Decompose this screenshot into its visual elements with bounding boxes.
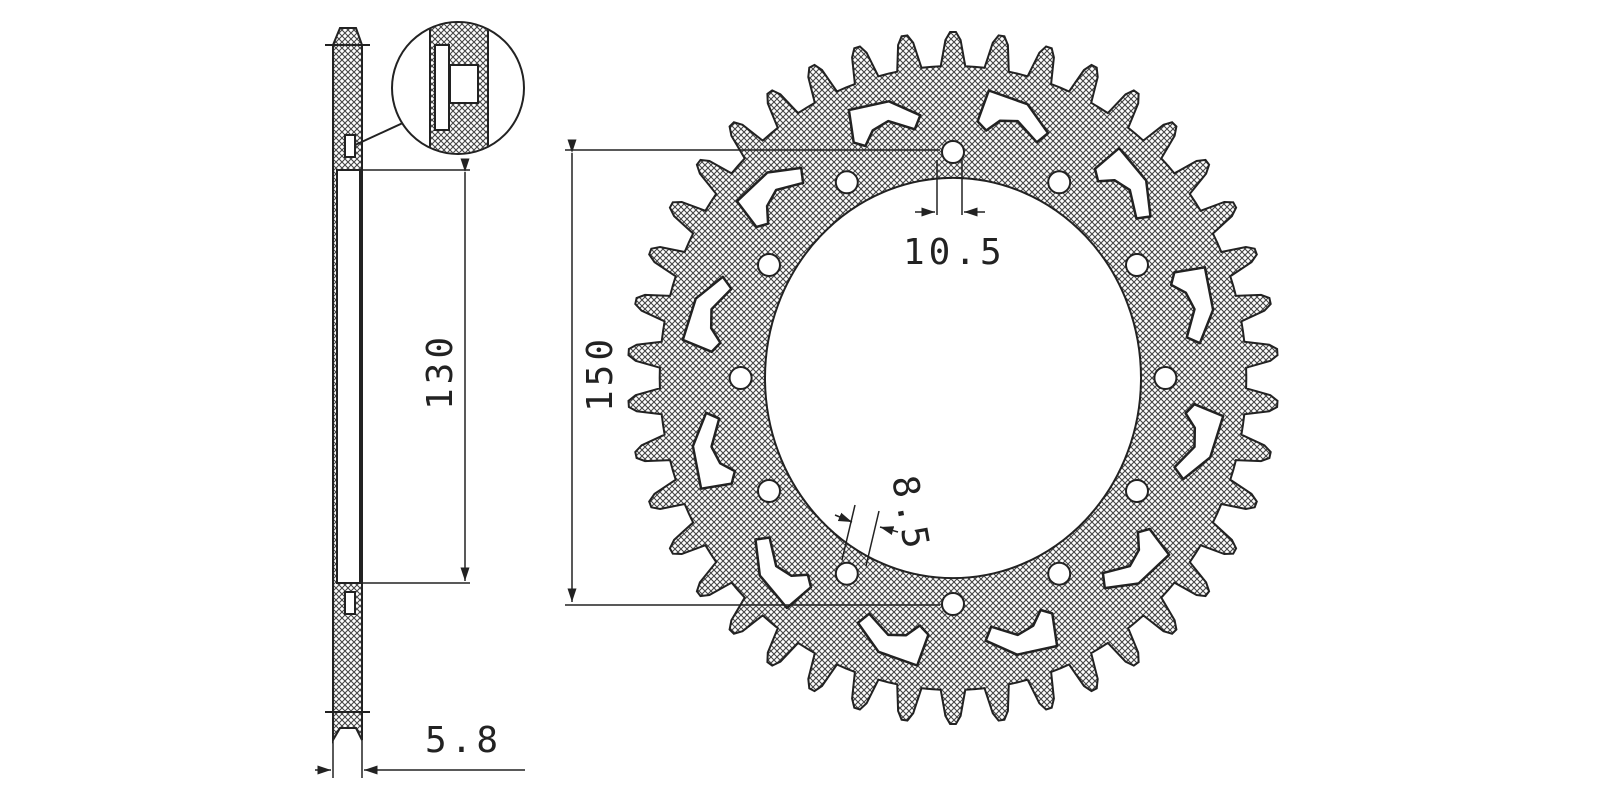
bolt-hole: [1047, 170, 1072, 195]
lightening-cutout: [984, 608, 1059, 656]
bolt-hole: [941, 592, 965, 616]
bolt-hole: [757, 479, 781, 503]
lightening-cutout: [1093, 146, 1152, 220]
lightening-cutout: [681, 275, 733, 354]
lightening-cutout: [754, 536, 813, 610]
lightening-cutout: [1101, 527, 1171, 590]
bolt-circle-dimension: [565, 139, 985, 606]
sprocket-body: [627, 31, 1279, 725]
thickness-label: 5.8: [425, 720, 502, 761]
lightening-cutout: [1169, 266, 1215, 345]
bolt-hole: [941, 140, 965, 164]
bolt-hole: [1125, 253, 1149, 277]
sprocket-front-view: [627, 31, 1279, 725]
lightening-cutout: [856, 612, 930, 667]
lightening-cutout: [847, 100, 922, 148]
bolt-hole: [757, 253, 781, 277]
bolt-hole: [1153, 366, 1178, 390]
inner-diameter-label: 130: [420, 333, 461, 410]
lightening-cutout: [976, 89, 1050, 144]
bolt-hole: [1047, 561, 1072, 586]
lightening-cutout: [735, 166, 805, 229]
bolt-circle-label: 150: [580, 335, 621, 412]
lightening-cutout: [1173, 402, 1225, 481]
detail-magnifier: [354, 21, 525, 155]
side-view: [315, 27, 525, 778]
bolt-hole: [834, 170, 859, 195]
lightening-cutout: [691, 411, 737, 490]
bolt-hole: [1125, 479, 1149, 503]
bolt-hole: [834, 561, 859, 586]
bolt-spacing-label: 10.5: [903, 232, 1006, 273]
bolt-hole: [728, 366, 753, 390]
bolt-hole-label: 8.5: [883, 472, 937, 555]
